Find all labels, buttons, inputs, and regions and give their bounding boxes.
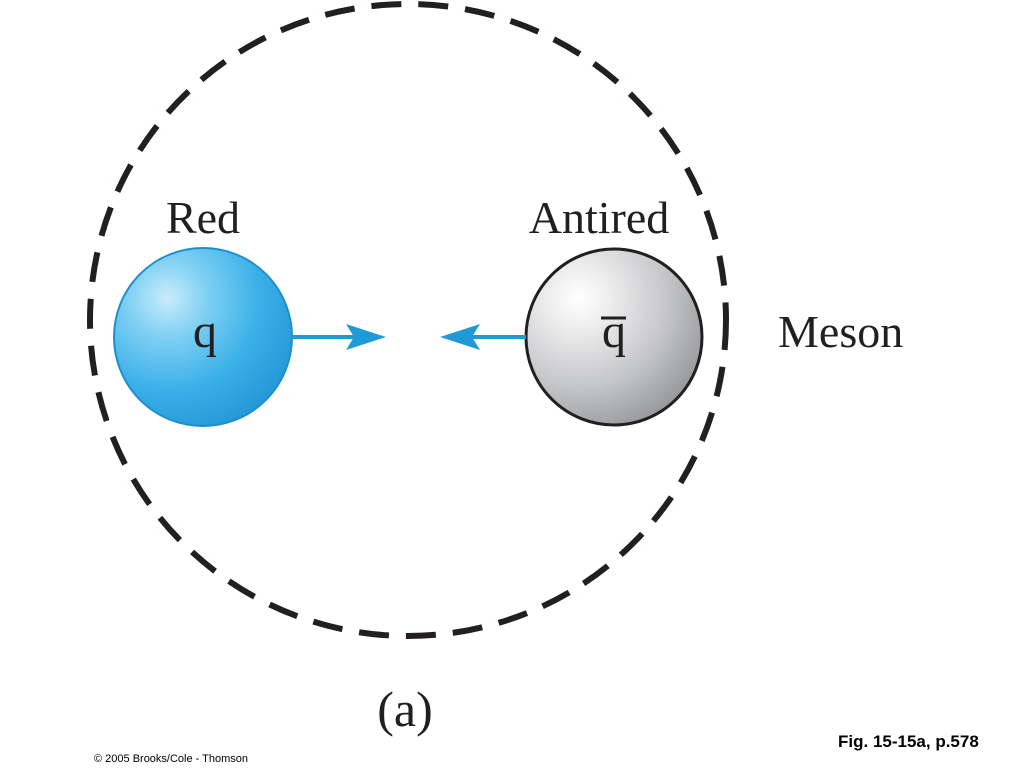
quark-color-label: Red (166, 192, 240, 243)
panel-label: (a) (377, 681, 433, 737)
antiquark-color-label: Antired (529, 192, 670, 243)
meson-boundary-circle (87, 1, 729, 639)
antiquark-arrow (440, 324, 526, 350)
copyright-notice: © 2005 Brooks/Cole - Thomson (94, 753, 249, 765)
antiquark-symbol: q (602, 305, 626, 358)
figure-reference: Fig. 15-15a, p.578 (838, 732, 979, 751)
quark-symbol: q (193, 305, 217, 358)
meson-label: Meson (778, 306, 903, 357)
quark-arrow (292, 324, 386, 350)
